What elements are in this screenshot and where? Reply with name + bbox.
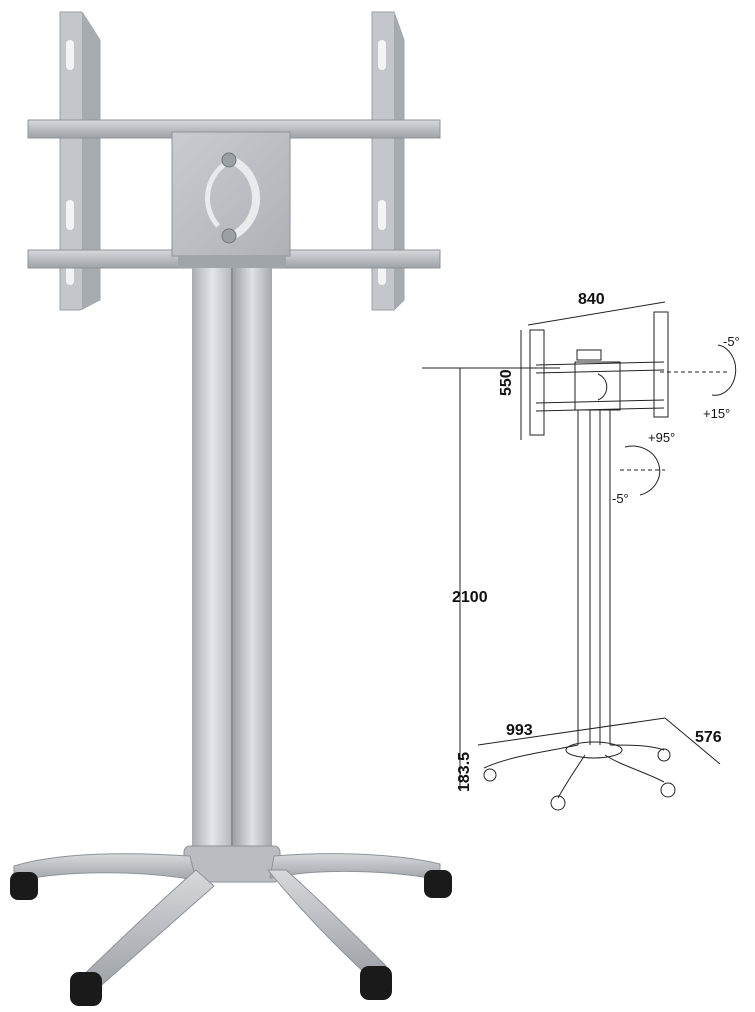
bracket-height-label: 550	[498, 369, 515, 396]
swivel-left-label: -5°	[612, 491, 629, 506]
swivel-right-label: +95°	[648, 430, 675, 445]
tilt-arc	[711, 344, 737, 396]
width-top-label: 840	[578, 291, 605, 308]
swivel-arc	[624, 445, 661, 496]
center-pole	[183, 268, 281, 883]
tilt-up-label: -5°	[723, 334, 740, 349]
total-height-label: 2100	[452, 589, 488, 606]
center-mount-plate	[171, 131, 291, 268]
right-vertical-bracket	[371, 11, 405, 311]
caster-wheels	[10, 870, 452, 1006]
width-dimension-line	[527, 301, 666, 326]
base-width-label: 993	[506, 722, 533, 739]
base-arms	[13, 853, 441, 991]
base-height-label: 183.5	[456, 752, 473, 792]
base-width-dimension-line	[477, 717, 666, 746]
base-depth-label: 576	[695, 729, 722, 746]
base-depth-dimension-line	[664, 717, 721, 765]
left-vertical-bracket	[59, 11, 101, 311]
tilt-down-label: +15°	[703, 406, 730, 421]
